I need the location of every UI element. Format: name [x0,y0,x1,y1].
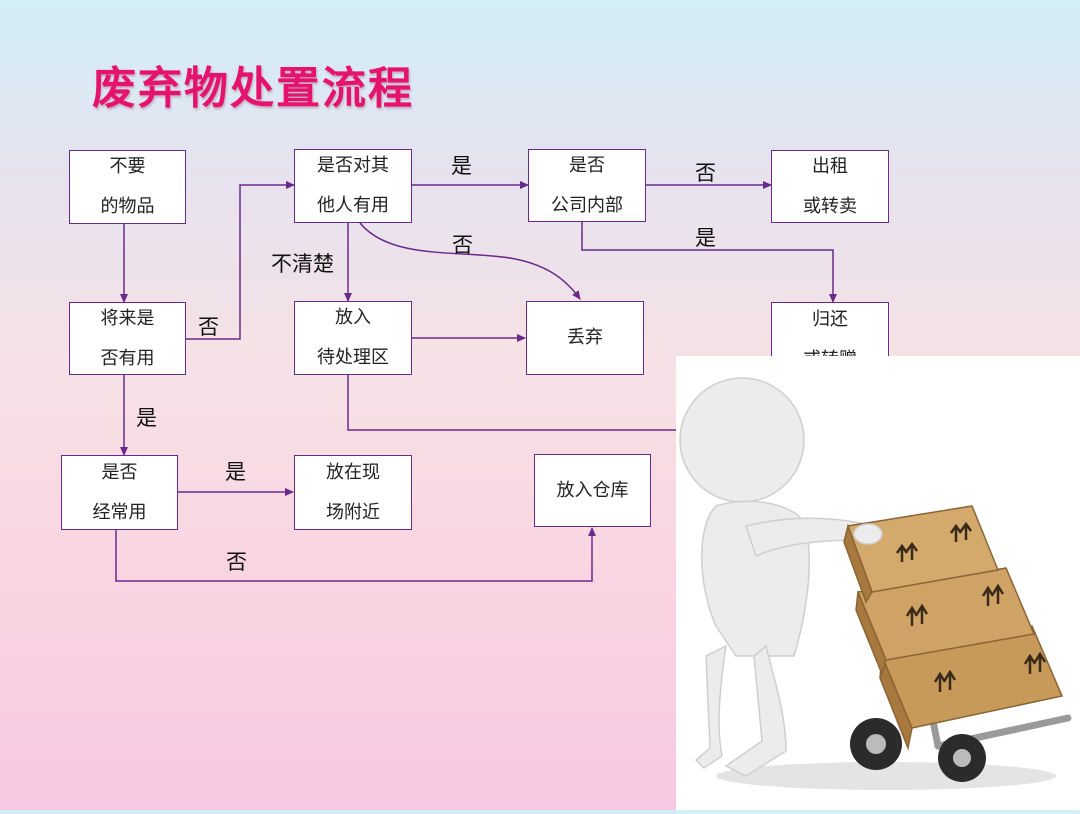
arrow-internal-to-return [581,222,837,303]
box-top [843,505,1000,604]
box-company-internal: 是否 公司内部 [528,149,646,222]
arrow-future-to-useful [186,181,295,340]
box-warehouse: 放入仓库 [534,454,651,527]
box-pending-area: 放入 待处理区 [294,301,412,375]
label-unclear: 不清楚 [271,252,334,276]
box-discard: 丢弃 [526,301,644,375]
box-future-use: 将来是 否有用 [69,302,186,375]
person-leg-back [694,644,727,769]
box-often-use: 是否 经常用 [61,455,178,530]
person-hand [853,523,883,545]
box-rent-or-sell: 出租 或转卖 [771,150,889,223]
label-often-no: 否 [226,550,247,574]
arrow-useful-to-discard [359,222,581,300]
label-internal-no: 否 [695,161,716,185]
label-future-no: 否 [198,315,219,339]
label-internal-yes: 是 [695,226,716,250]
box-near-site: 放在现 场附近 [294,455,412,530]
label-often-yes: 是 [225,460,246,484]
box-useful-to-others: 是否对其 他人有用 [294,149,412,223]
person-leg-front [724,644,787,777]
label-useful-yes: 是 [451,154,472,178]
illustration-person-with-hand-truck [676,356,1080,810]
label-useful-no: 否 [452,233,473,257]
person-head [679,377,805,503]
arrow-often-to-warehouse [115,527,596,582]
page-title: 废弃物处置流程 [92,63,414,114]
label-future-yes: 是 [136,406,157,430]
box-unwanted-items: 不要 的物品 [69,150,186,224]
